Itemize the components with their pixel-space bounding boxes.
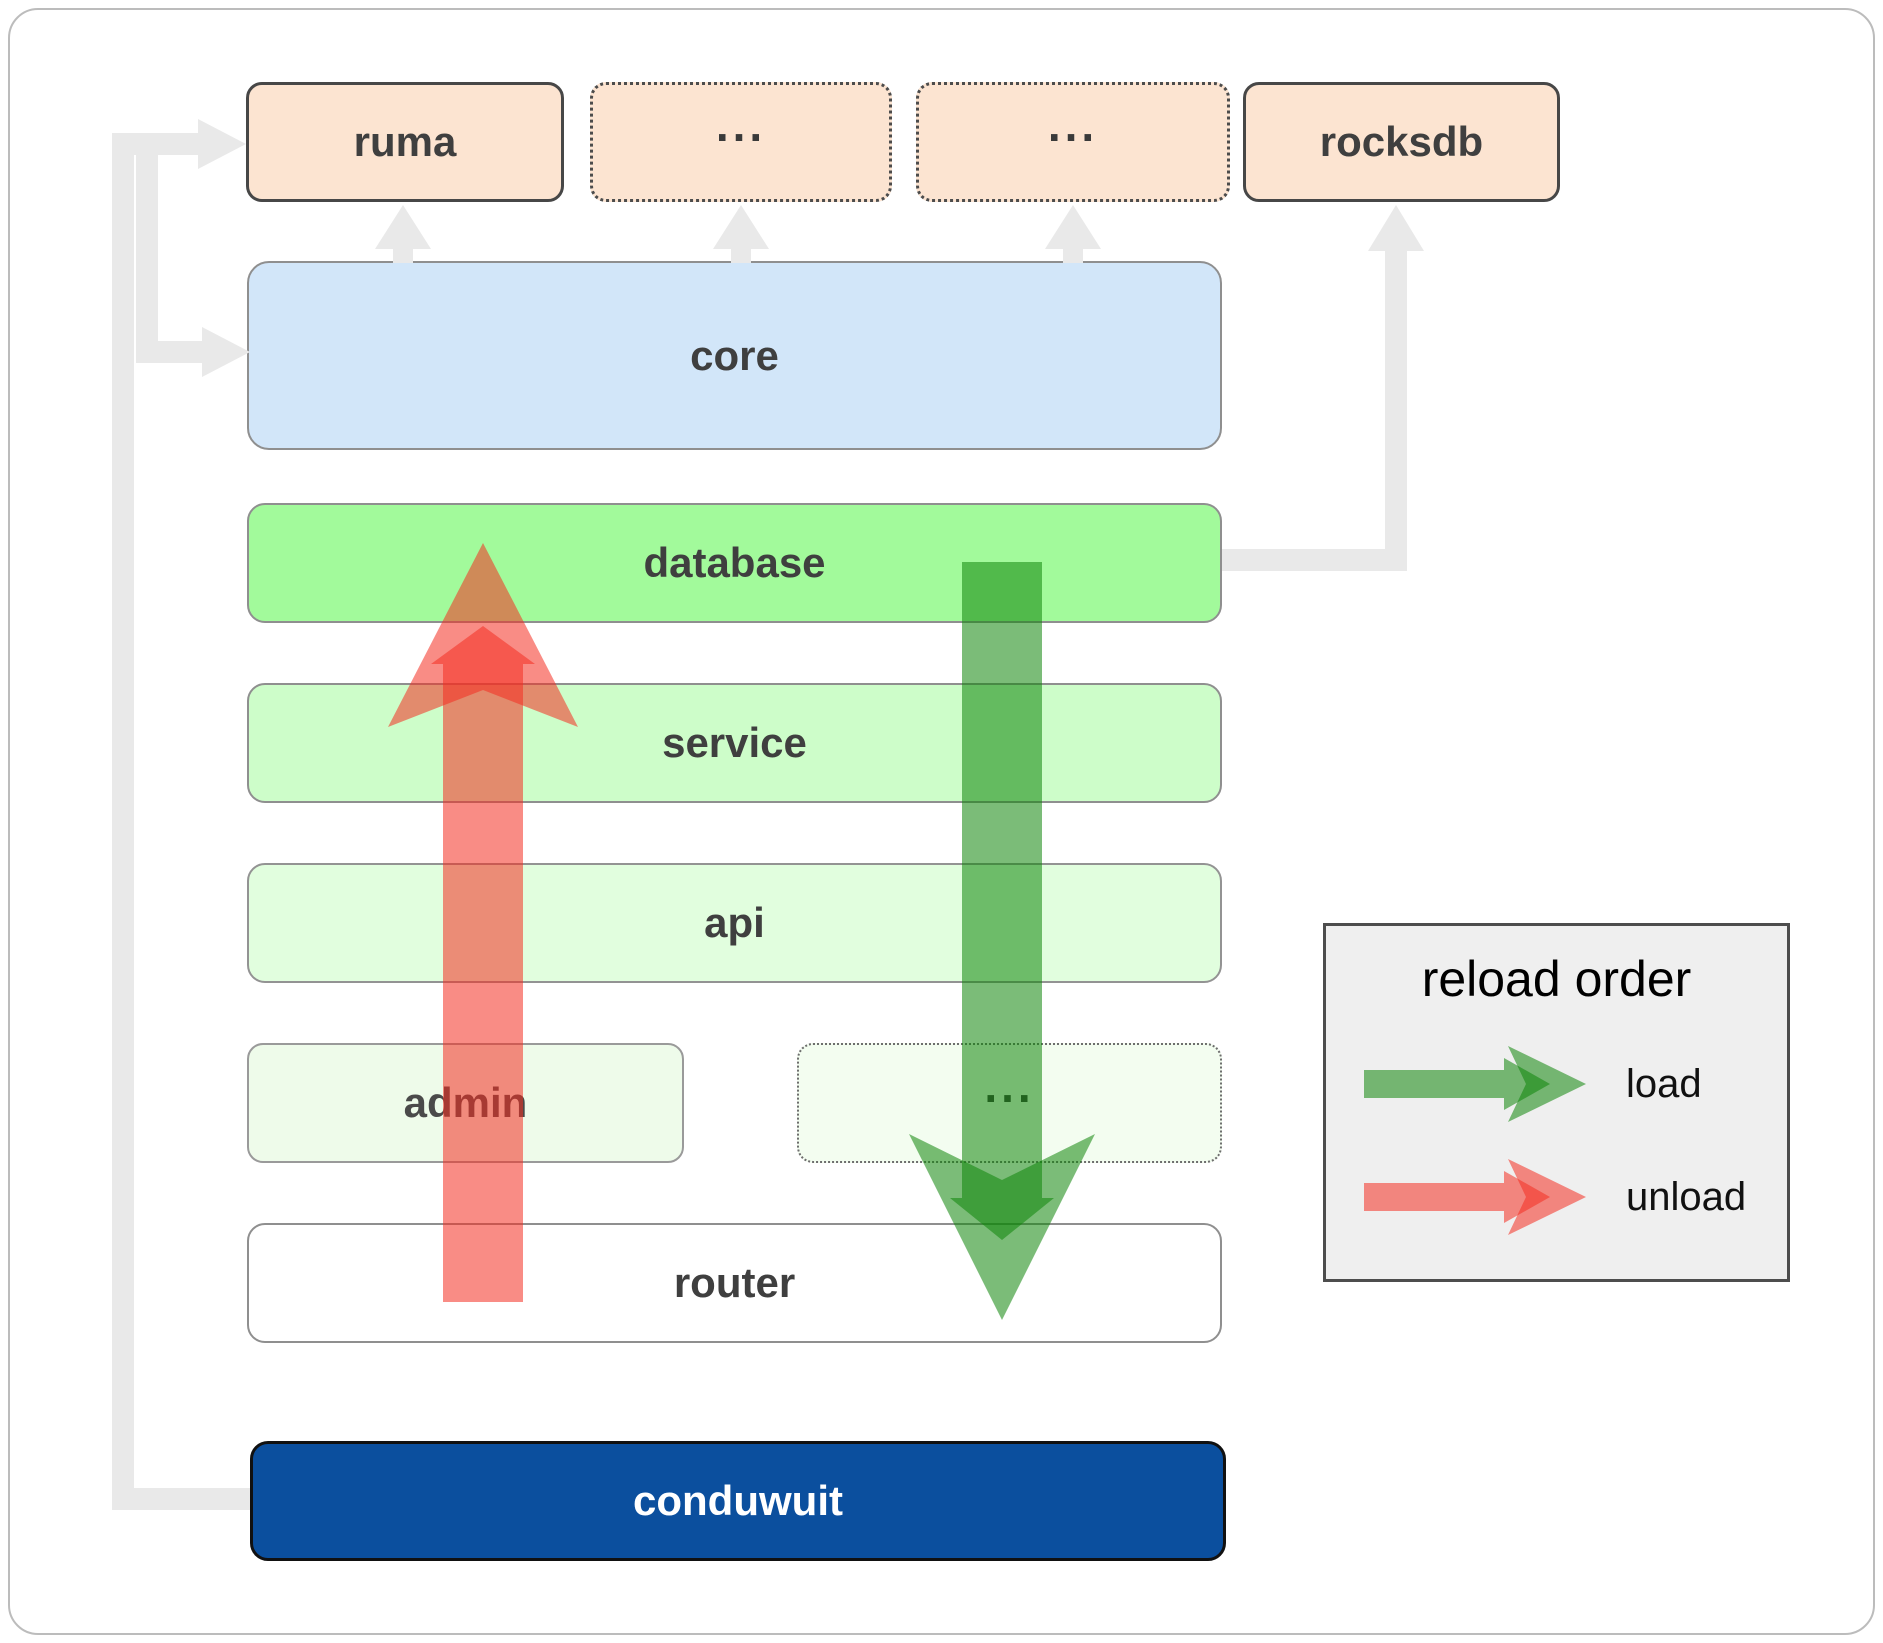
legend-unload-arrow-shaft — [1364, 1171, 1550, 1223]
legend-load-arrow-icon — [1364, 1046, 1586, 1122]
node-ellipsis-module-2: ... — [916, 82, 1230, 202]
legend: reload order load unload — [1323, 923, 1790, 1282]
legend-unload-arrow-icon — [1364, 1159, 1586, 1235]
node-api: api — [247, 863, 1222, 983]
legend-label-unload: unload — [1626, 1174, 1747, 1219]
node-ellipsis-module-1: ... — [590, 82, 892, 202]
diagram-border — [8, 8, 1875, 1635]
legend-load-arrow-shaft — [1364, 1058, 1550, 1110]
legend-label-load: load — [1626, 1061, 1702, 1106]
node-rocksdb: rocksdb — [1243, 82, 1560, 202]
node-ruma: ruma — [246, 82, 564, 202]
legend-title: reload order — [1421, 951, 1692, 1007]
legend-load-arrowhead-icon — [1508, 1046, 1586, 1122]
node-database: database — [247, 503, 1222, 623]
node-router: router — [247, 1223, 1222, 1343]
node-ellipsis-admin: ... — [797, 1043, 1222, 1163]
node-service: service — [247, 683, 1222, 803]
node-admin: admin — [247, 1043, 684, 1163]
node-core: core — [247, 261, 1222, 450]
legend-unload-arrowhead-icon — [1508, 1159, 1586, 1235]
node-conduwuit: conduwuit — [250, 1441, 1226, 1561]
